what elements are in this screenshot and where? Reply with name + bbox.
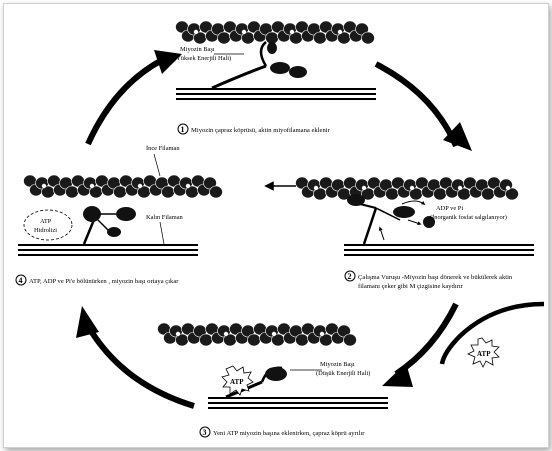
thin-filament-pointer bbox=[153, 153, 161, 177]
cycle-arrow-2-to-3-head bbox=[382, 363, 413, 387]
stage-3-detachment: ATP ATP Miyozin Başı (Düşük Enerjili Hal… bbox=[157, 301, 545, 438]
myosin-head-low-energy bbox=[260, 366, 322, 383]
actin-bead bbox=[343, 333, 357, 347]
stage-1-attachment: Miyozin Başı (Yüksek Enerjili Hali) 1 Mi… bbox=[174, 20, 376, 135]
cycle-arrow-4-to-1-head bbox=[154, 50, 182, 74]
troponin-mark bbox=[223, 331, 229, 337]
stage-2-caption-line1: Çalışma Vuruşu -Miyozin başı dönerek ve … bbox=[358, 274, 513, 281]
myosin-head-cocked bbox=[82, 206, 136, 245]
cycle-arrow-1-to-2-head bbox=[443, 122, 472, 151]
actin-bead bbox=[199, 333, 213, 347]
rotation-arrow bbox=[378, 226, 385, 241]
actin-bead bbox=[385, 187, 399, 201]
stage-1-caption: Miyozin çapraz köprüsü, aktin miyofilama… bbox=[191, 127, 331, 134]
atp-hydrolysis-bubble bbox=[23, 209, 73, 241]
adp-pi-label-sub: (İnorganik fosfat salgılanıyor) bbox=[430, 214, 507, 221]
myosin-head-label-sub: (Yüksek Enerjili Hali) bbox=[174, 55, 231, 62]
cycle-arrow-2-to-3 bbox=[394, 302, 459, 377]
hydrolysis-label: ATP bbox=[40, 218, 52, 225]
thick-filament bbox=[18, 244, 198, 256]
stage-1-badge bbox=[177, 123, 189, 135]
actin-bead bbox=[313, 31, 327, 45]
diagram-frame: Miyozin Başı (Yüksek Enerjili Hali) 1 Mi… bbox=[3, 3, 549, 448]
adp-release-arrow bbox=[401, 200, 426, 205]
hydrolysis-label-sub: Hidrolizi bbox=[34, 227, 57, 234]
actin-bead bbox=[295, 333, 309, 347]
actin-filament bbox=[157, 322, 357, 347]
stage-2-badge bbox=[344, 270, 356, 282]
stage-4-number: 4 bbox=[19, 276, 23, 285]
troponin-mark bbox=[313, 185, 319, 191]
stage-3-badge bbox=[199, 426, 211, 438]
troponin-mark bbox=[271, 331, 277, 337]
myosin-head-label: Miyozin Başı bbox=[180, 46, 215, 53]
actin-filament bbox=[23, 174, 223, 199]
thick-filament bbox=[176, 64, 376, 100]
thick-filament-pointer bbox=[159, 221, 165, 245]
stage-1-number: 1 bbox=[181, 125, 185, 134]
stage-4-badge bbox=[15, 274, 27, 286]
myosin-head-label-sub: (Düşük Enerjili Hali) bbox=[316, 370, 370, 377]
cross-bridge-cycle-diagram: Miyozin Başı (Yüksek Enerjili Hali) 1 Mi… bbox=[15, 20, 545, 438]
stage-2-power-stroke: ADP ve Pi (İnorganik fosfat salgılanıyor… bbox=[264, 176, 534, 290]
thick-filament-label: Kalın Filaman bbox=[146, 214, 184, 221]
troponin-mark bbox=[409, 185, 415, 191]
actin-filament bbox=[175, 20, 375, 45]
troponin-mark bbox=[241, 29, 247, 35]
myosin-head-high-energy bbox=[214, 41, 307, 78]
cycle-arrow-3-to-4-head bbox=[76, 306, 99, 338]
troponin-mark bbox=[185, 183, 191, 189]
atp-burst-incoming bbox=[467, 337, 500, 368]
thick-filament bbox=[344, 244, 534, 256]
troponin-mark bbox=[175, 331, 181, 337]
atp-burst-badge bbox=[221, 365, 254, 396]
myosin-head-label: Miyozin Başı bbox=[320, 361, 355, 368]
troponin-mark bbox=[505, 185, 511, 191]
cycle-arrow-1-to-2 bbox=[374, 61, 459, 148]
actin-filament bbox=[295, 176, 519, 201]
stage-4-hydrolysis: ATP Hidrolizi İnce Filaman Kalın Filaman… bbox=[15, 145, 223, 286]
actin-bead bbox=[209, 185, 223, 199]
troponin-mark bbox=[319, 331, 325, 337]
atp-incoming-label: ATP bbox=[477, 350, 491, 358]
stage-2-number: 2 bbox=[348, 272, 352, 281]
troponin-mark bbox=[193, 29, 199, 35]
troponin-mark bbox=[361, 185, 367, 191]
troponin-mark bbox=[89, 183, 95, 189]
actin-bead bbox=[481, 187, 495, 201]
actin-bead bbox=[433, 187, 447, 201]
stage-4-caption: ATP, ADP ve Pi'e bölünürken , miyozin ba… bbox=[29, 278, 179, 285]
stage-3-caption: Yeni ATP miyozin başına eklenirken, çapr… bbox=[213, 430, 365, 437]
troponin-mark bbox=[337, 29, 343, 35]
troponin-mark bbox=[137, 183, 143, 189]
myosin-head-bent bbox=[347, 194, 435, 245]
cycle-arrows bbox=[76, 50, 472, 409]
troponin-mark bbox=[289, 29, 295, 35]
adp-pi-label: ADP ve Pi bbox=[436, 205, 463, 212]
stage-2-caption-line2: filamanı çeker gibi M çizgisine kaydırır bbox=[358, 283, 464, 290]
atp-burst-label: ATP bbox=[230, 378, 244, 386]
actin-bead bbox=[505, 187, 519, 201]
thin-filament-label: İnce Filaman bbox=[146, 145, 180, 152]
actin-bead bbox=[65, 185, 79, 199]
incoming-atp: ATP bbox=[439, 301, 545, 368]
actin-bead bbox=[217, 31, 231, 45]
troponin-mark bbox=[41, 183, 47, 189]
actin-bead bbox=[361, 31, 375, 45]
pi-release-arrow bbox=[407, 219, 422, 226]
cycle-arrow-4-to-1 bbox=[85, 57, 164, 146]
actin-bead bbox=[113, 185, 127, 199]
cycle-arrow-3-to-4 bbox=[85, 324, 195, 409]
actin-bead bbox=[161, 185, 175, 199]
troponin-mark bbox=[457, 185, 463, 191]
actin-bead bbox=[247, 333, 261, 347]
stage-3-number: 3 bbox=[203, 428, 207, 437]
